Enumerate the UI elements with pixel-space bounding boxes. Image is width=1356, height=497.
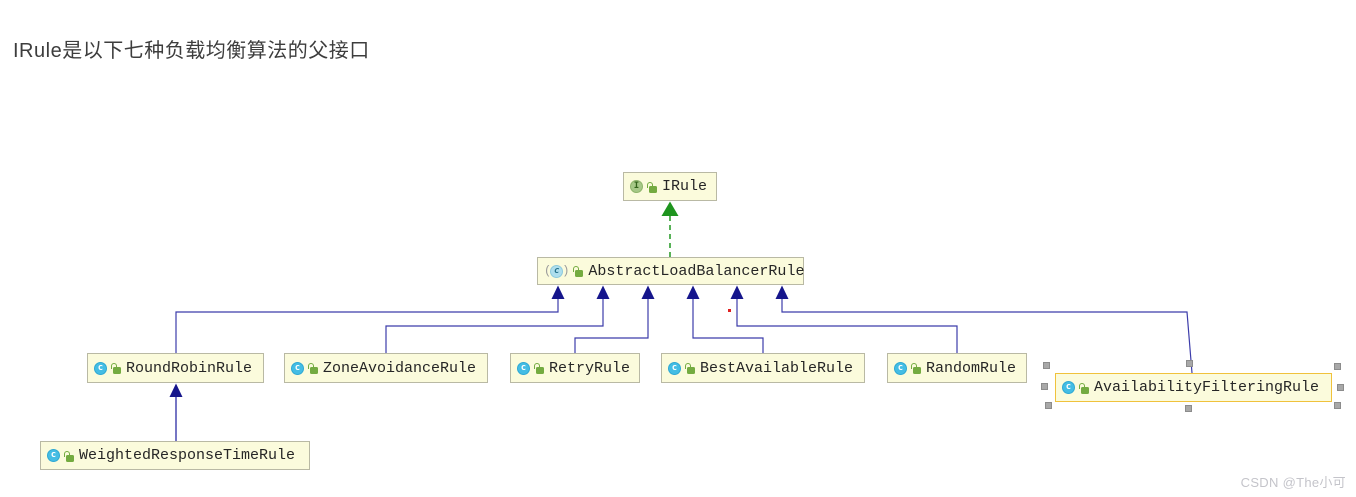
public-lock-icon: [573, 265, 584, 277]
node-label: BestAvailableRule: [700, 359, 854, 377]
node-availabilityfilteringrule[interactable]: c AvailabilityFilteringRule: [1055, 373, 1332, 402]
selection-handle-mid-right[interactable]: [1337, 384, 1344, 391]
selection-handle-top-left[interactable]: [1043, 362, 1050, 369]
node-label: RetryRule: [549, 359, 631, 377]
node-label: IRule: [662, 178, 708, 195]
page-title: IRule是以下七种负载均衡算法的父接口: [13, 40, 370, 62]
node-label: AbstractLoadBalancerRule: [588, 262, 805, 280]
public-lock-icon: [308, 362, 319, 374]
node-weightedresponsetimerule[interactable]: c WeightedResponseTimeRule: [40, 441, 310, 470]
node-label: AvailabilityFilteringRule: [1094, 379, 1320, 396]
node-label: ZoneAvoidanceRule: [323, 359, 477, 377]
node-irule[interactable]: I IRule: [623, 172, 717, 201]
selection-handle-top-center[interactable]: [1186, 360, 1193, 367]
interface-icon: I: [630, 180, 643, 193]
class-icon: c: [1062, 381, 1075, 394]
class-icon: c: [291, 361, 304, 375]
node-zoneavoidancerule[interactable]: c ZoneAvoidanceRule: [284, 353, 488, 383]
selection-handle-mid-left[interactable]: [1041, 383, 1048, 390]
class-icon: c: [894, 361, 907, 375]
selection-handle-bottom-right[interactable]: [1334, 402, 1341, 409]
node-label: RoundRobinRule: [126, 359, 253, 377]
public-lock-icon: [1079, 382, 1090, 394]
node-label: WeightedResponseTimeRule: [79, 447, 296, 464]
node-label: RandomRule: [926, 359, 1017, 377]
edge-bestavailable-to-abstract: [686, 285, 764, 353]
class-icon: c: [94, 361, 107, 375]
public-lock-icon: [534, 362, 545, 374]
selection-handle-bottom-center[interactable]: [1185, 405, 1192, 412]
node-abstractloadbalancerrule[interactable]: ( c ) AbstractLoadBalancerRule: [537, 257, 804, 285]
selection-handle-top-right[interactable]: [1334, 363, 1341, 370]
node-retryrule[interactable]: c RetryRule: [510, 353, 640, 383]
edge-retry-to-abstract: [574, 285, 655, 353]
selection-handle-bottom-left[interactable]: [1045, 402, 1052, 409]
public-lock-icon: [111, 362, 122, 374]
edge-zoneavoidance-to-abstract: [385, 285, 610, 353]
abstract-class-icon: ( c ): [544, 264, 570, 278]
public-lock-icon: [64, 450, 75, 462]
edge-abstract-to-irule: [661, 201, 679, 257]
edge-roundrobin-to-abstract: [175, 285, 565, 353]
edge-junction-dot: [728, 309, 731, 312]
node-randomrule[interactable]: c RandomRule: [887, 353, 1027, 383]
class-icon: c: [47, 449, 60, 462]
edge-weighted-to-roundrobin: [169, 383, 183, 441]
node-roundrobinrule[interactable]: c RoundRobinRule: [87, 353, 264, 383]
class-icon: c: [668, 361, 681, 375]
edge-random-to-abstract: [730, 285, 958, 353]
public-lock-icon: [647, 181, 658, 193]
public-lock-icon: [911, 362, 922, 374]
public-lock-icon: [685, 362, 696, 374]
node-bestavailablerule[interactable]: c BestAvailableRule: [661, 353, 865, 383]
class-icon: c: [517, 361, 530, 375]
watermark: CSDN @The小可: [1240, 475, 1346, 490]
